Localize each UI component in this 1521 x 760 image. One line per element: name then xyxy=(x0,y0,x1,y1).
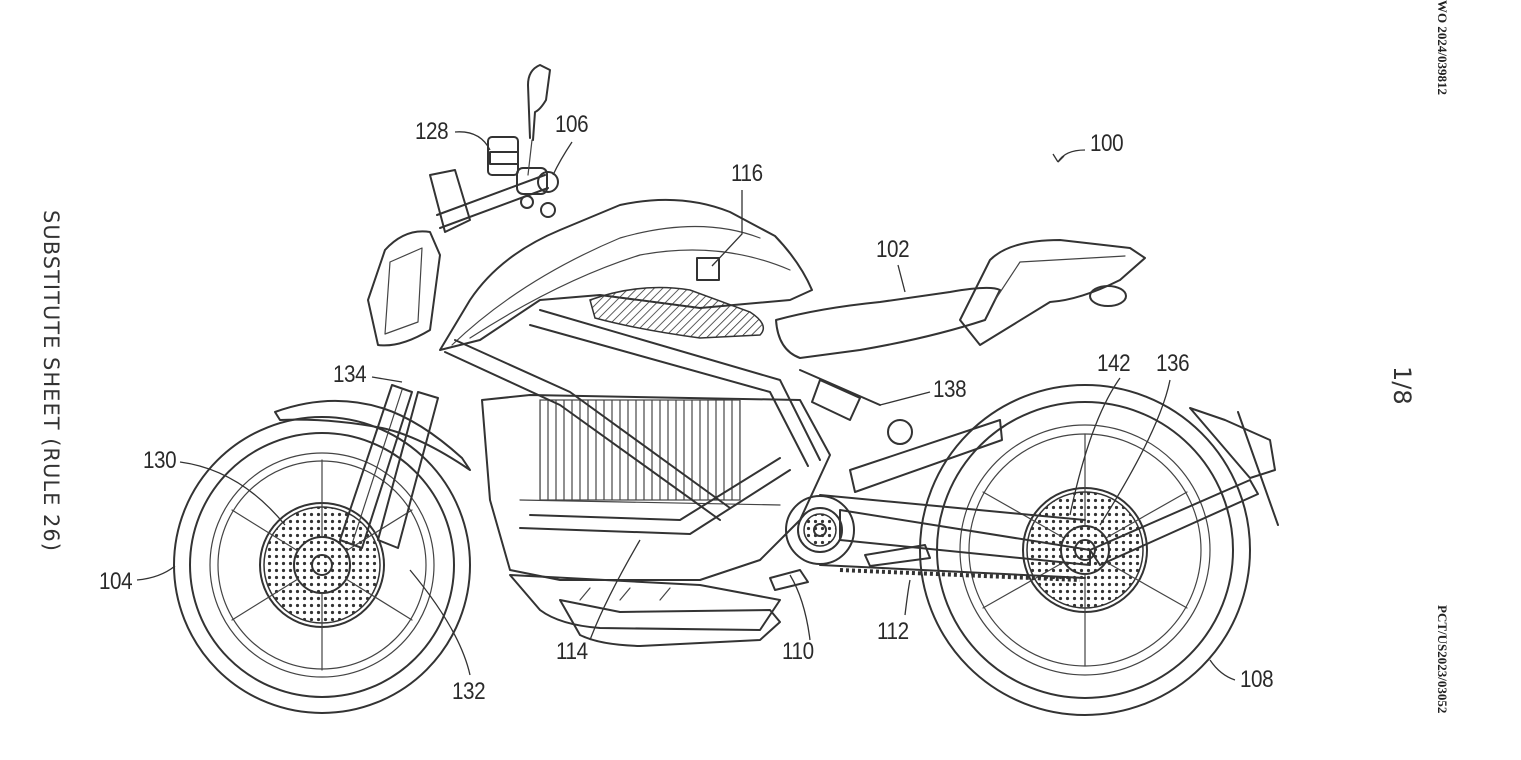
tank-cover xyxy=(439,198,813,351)
battery-pack xyxy=(481,394,831,631)
component-116-box xyxy=(696,257,720,281)
ref-114: 114 xyxy=(556,638,588,665)
rear-wheel-spokes xyxy=(982,433,1188,667)
ref-138: 138 xyxy=(933,376,967,403)
trellis-frame xyxy=(444,309,821,535)
substitute-sheet-label: SUBSTITUTE SHEET (RULE 26) xyxy=(39,210,63,552)
application-number: PCT/US2023/03052 xyxy=(1435,605,1450,714)
ref-134: 134 xyxy=(333,361,367,388)
tail-light xyxy=(1089,285,1127,307)
drive-belt xyxy=(819,494,1086,582)
ref-112: 112 xyxy=(877,618,909,645)
drive-motor xyxy=(785,495,855,565)
license-bracket xyxy=(1089,479,1259,566)
rear-footpeg xyxy=(769,569,809,591)
ref-108: 108 xyxy=(1240,666,1274,693)
ref-100: 100 xyxy=(1090,130,1124,157)
front-fork xyxy=(339,384,439,549)
ref-128: 128 xyxy=(415,118,449,145)
headlight-cowl xyxy=(367,230,441,347)
ref-116: 116 xyxy=(731,160,763,187)
ref-106: 106 xyxy=(555,111,589,138)
front-wheel-spokes xyxy=(231,459,413,671)
mirror xyxy=(527,64,551,176)
tail-section xyxy=(959,239,1146,346)
ref-104: 104 xyxy=(99,568,133,595)
handlebar-assembly xyxy=(436,136,559,229)
footpeg xyxy=(864,544,931,567)
publication-number: WO 2024/039812 xyxy=(1435,0,1450,95)
rear-shock xyxy=(799,369,913,445)
ref-102: 102 xyxy=(876,236,910,263)
ref-142: 142 xyxy=(1097,350,1131,377)
swingarm xyxy=(839,509,1091,566)
sheet-number: 1/8 xyxy=(1388,366,1416,405)
leader-lines xyxy=(136,131,1236,681)
ref-132: 132 xyxy=(452,678,486,705)
front-fender xyxy=(274,399,471,471)
ref-130: 130 xyxy=(143,447,177,474)
seat xyxy=(775,286,1001,359)
ref-136: 136 xyxy=(1156,350,1190,377)
ref-110: 110 xyxy=(782,638,814,665)
lower-fairing xyxy=(559,599,781,647)
tank-vent-grille xyxy=(589,286,765,339)
